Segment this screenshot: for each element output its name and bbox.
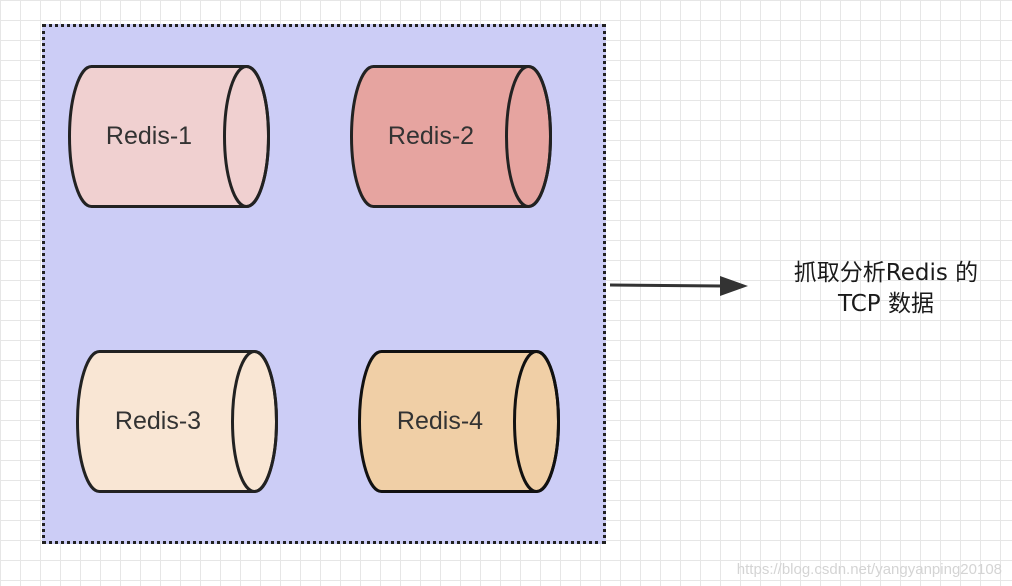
redis-1-label: Redis-1 (105, 122, 193, 150)
watermark: https://blog.csdn.net/yangyanping20108 (736, 561, 1002, 578)
redis-4-label: Redis-4 (396, 407, 484, 435)
redis-3-label: Redis-3 (114, 407, 202, 435)
cylinder-shape (68, 65, 270, 208)
redis-1-cylinder: Redis-1 (68, 65, 270, 208)
redis-2-cylinder: Redis-2 (350, 65, 552, 208)
cylinder-cap (505, 65, 552, 208)
redis-4-cylinder: Redis-4 (358, 350, 560, 493)
cylinder-cap (513, 350, 560, 493)
capture-note: 抓取分析Redis 的 TCP 数据 (772, 258, 1000, 320)
cylinder-cap (223, 65, 270, 208)
cylinder-shape (76, 350, 278, 493)
arrow-line (609, 283, 723, 288)
cylinder-shape (350, 65, 552, 208)
capture-note-line1: 抓取分析Redis 的 (793, 260, 979, 286)
redis-3-cylinder: Redis-3 (76, 350, 278, 493)
cylinder-shape (358, 350, 560, 493)
cylinder-cap (231, 350, 278, 493)
arrow-head-icon (720, 276, 748, 296)
redis-2-label: Redis-2 (387, 122, 475, 150)
capture-note-line2: TCP 数据 (838, 291, 934, 317)
